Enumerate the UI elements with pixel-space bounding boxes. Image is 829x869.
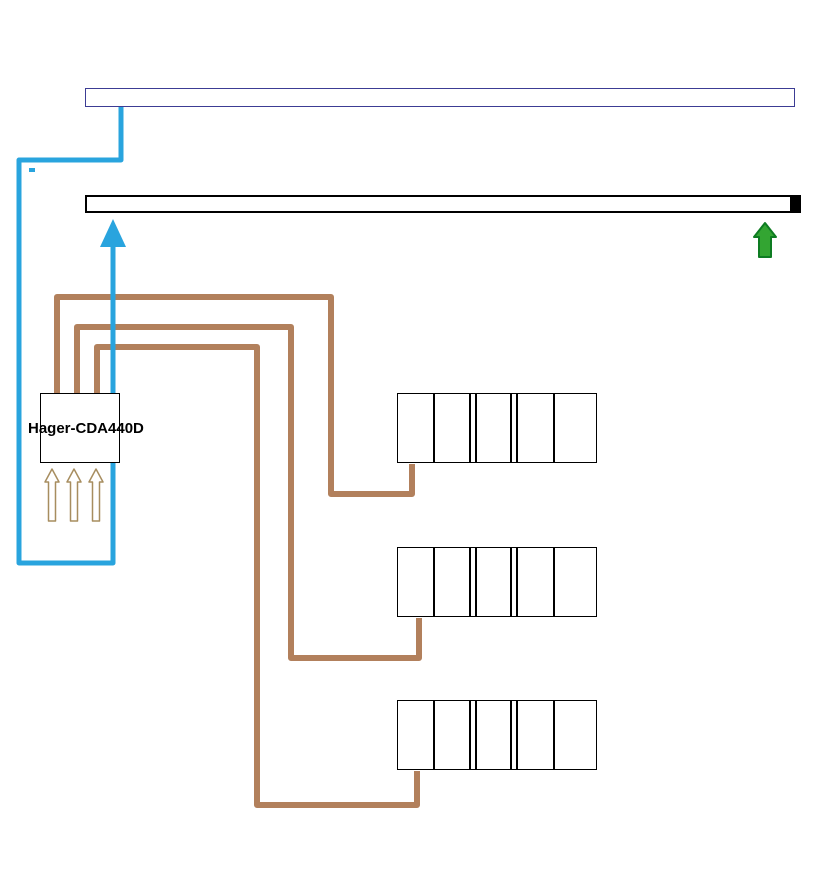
block-divider <box>553 548 555 616</box>
block-divider <box>433 548 435 616</box>
block-divider <box>433 394 435 462</box>
block-divider <box>510 701 512 769</box>
block-divider <box>516 548 518 616</box>
block-divider <box>510 548 512 616</box>
block-divider <box>516 394 518 462</box>
blue-dot <box>29 168 35 172</box>
brown-wire-3 <box>94 344 420 808</box>
breaker-block-1 <box>397 393 597 463</box>
tan-up-arrow-icon <box>44 468 60 522</box>
block-divider <box>510 394 512 462</box>
block-divider <box>469 701 471 769</box>
block-divider <box>475 548 477 616</box>
device-label: Hager-CDA440D <box>28 420 144 437</box>
tan-up-arrow-icon <box>66 468 82 522</box>
block-divider <box>475 394 477 462</box>
block-divider <box>469 394 471 462</box>
breaker-block-2 <box>397 547 597 617</box>
block-divider <box>469 548 471 616</box>
green-up-arrow-icon <box>753 222 777 258</box>
tan-up-arrow-icon <box>88 468 104 522</box>
block-divider <box>553 394 555 462</box>
block-divider <box>433 701 435 769</box>
busbar-top <box>85 88 795 107</box>
brown-wire-1 <box>54 294 415 497</box>
breaker-block-3 <box>397 700 597 770</box>
busbar-bottom-endcap <box>790 197 799 211</box>
device-box <box>40 393 120 463</box>
block-divider <box>553 701 555 769</box>
busbar-bottom <box>85 195 801 213</box>
block-divider <box>475 701 477 769</box>
blue-up-arrow-icon <box>100 219 126 247</box>
block-divider <box>516 701 518 769</box>
blue-wire <box>16 107 124 566</box>
brown-wire-2 <box>74 324 422 661</box>
